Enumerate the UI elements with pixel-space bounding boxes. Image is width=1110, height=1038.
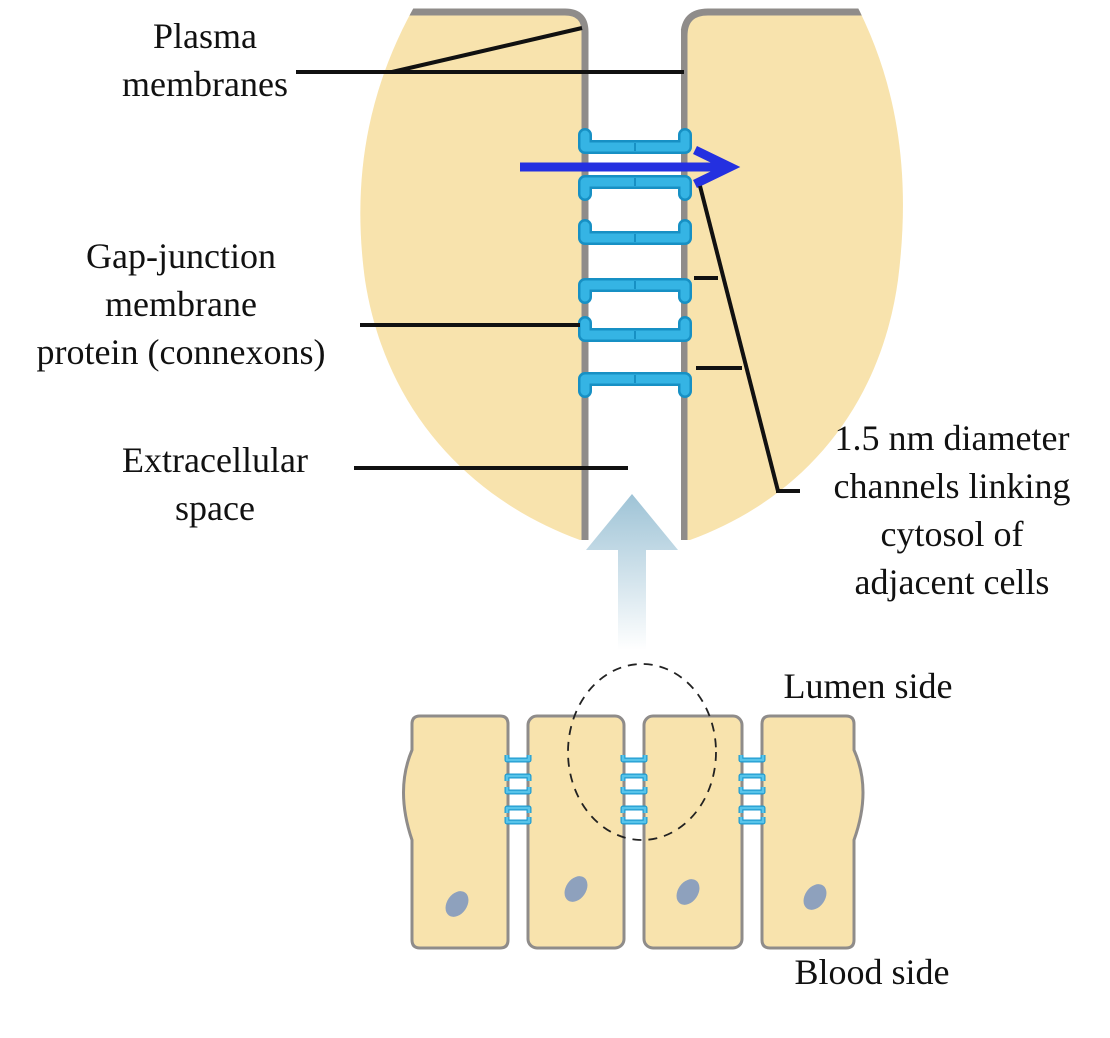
epithelial-cell-3: [642, 714, 744, 950]
channel-leader-main: [698, 185, 780, 492]
extracellular-space-label: Extracellular space: [122, 440, 308, 528]
epithelial-cell-2: [526, 714, 626, 950]
plasma-membrane-leader-diagonal: [391, 26, 583, 74]
plasma-membranes-label: Plasma membranes: [122, 16, 288, 104]
nucleus: [803, 884, 827, 910]
epithelial-cell-1: [402, 714, 510, 950]
small-junction-3: [741, 755, 763, 822]
blood-side-label: Blood side: [794, 952, 950, 992]
channels-label: 1.5 nm diameter channels linking cytosol…: [833, 418, 1071, 602]
flow-arrow: [520, 145, 741, 189]
gap-junction-protein-label: Gap-junction membrane protein (connexons…: [36, 236, 326, 372]
zoom-arrow: [586, 494, 678, 650]
leader-lines: [296, 26, 800, 493]
epithelial-cell-4: [760, 714, 865, 950]
nucleus: [564, 876, 588, 902]
lumen-side-label: Lumen side: [783, 666, 953, 706]
nucleus: [445, 891, 469, 917]
small-junction-2: [623, 755, 645, 822]
epithelium: [402, 663, 865, 950]
small-junction-1: [507, 755, 529, 822]
nucleus: [676, 879, 700, 905]
magnification-circle: [567, 663, 717, 841]
left-cell: [360, 0, 589, 540]
